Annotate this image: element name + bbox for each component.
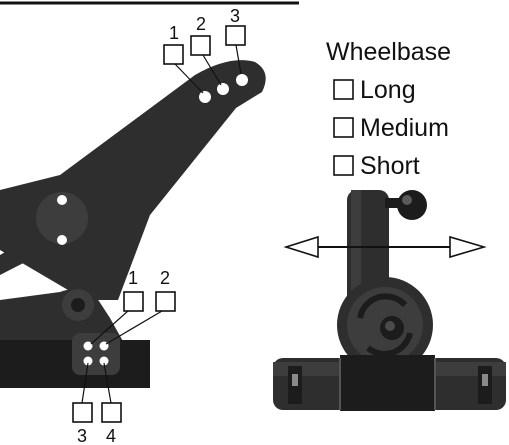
axle-hole-number-4: 4 [106,426,116,445]
leader-line-axle-1 [90,310,129,345]
top-hole-labels: 1 2 3 [163,6,246,94]
wheelbase-legend: Wheelbase Long Medium Short [326,38,451,180]
axle-hole-number-3: 3 [77,426,87,445]
wheelbase-title: Wheelbase [326,38,451,66]
axle-hole-labels-upper: 1 2 [90,268,176,345]
axle-hole-checkbox-1[interactable] [123,291,144,312]
caster-wheel-assembly [273,190,506,411]
axle-hole-number-2: 2 [160,268,170,288]
top-hole-number-3: 3 [230,6,240,26]
wheelbase-long-checkbox[interactable] [333,79,354,100]
leader-line-axle-3 [81,362,89,404]
top-hole-checkbox-1[interactable] [163,44,184,65]
slide-direction-arrow [283,235,487,259]
arrow-left-head [283,235,319,259]
wheelbase-medium-label: Medium [360,114,449,142]
top-hole-number-1: 1 [169,23,179,43]
axle-hole-labels-lower: 3 4 [72,362,122,445]
leader-line-1 [174,63,204,94]
leader-line-3 [235,44,242,75]
leader-line-axle-4 [103,362,112,404]
wheelbase-long-label: Long [360,76,416,104]
axle-hole-number-1: 1 [128,268,138,288]
wheelbase-short-label: Short [360,152,420,180]
top-hole-checkbox-3[interactable] [225,25,246,46]
axle-hole-checkbox-2[interactable] [155,291,176,312]
axle-hole-checkbox-4[interactable] [101,402,122,423]
arrow-right-head [449,235,487,259]
wheelbase-medium-checkbox[interactable] [333,117,354,138]
top-hole-checkbox-2[interactable] [190,35,211,56]
leader-line-axle-2 [105,310,163,345]
leader-line-2 [202,54,222,86]
axle-hole-checkbox-3[interactable] [72,402,93,423]
rear-bracket-part [0,60,266,388]
top-hole-number-2: 2 [196,14,206,34]
wheelbase-short-checkbox[interactable] [333,155,354,176]
